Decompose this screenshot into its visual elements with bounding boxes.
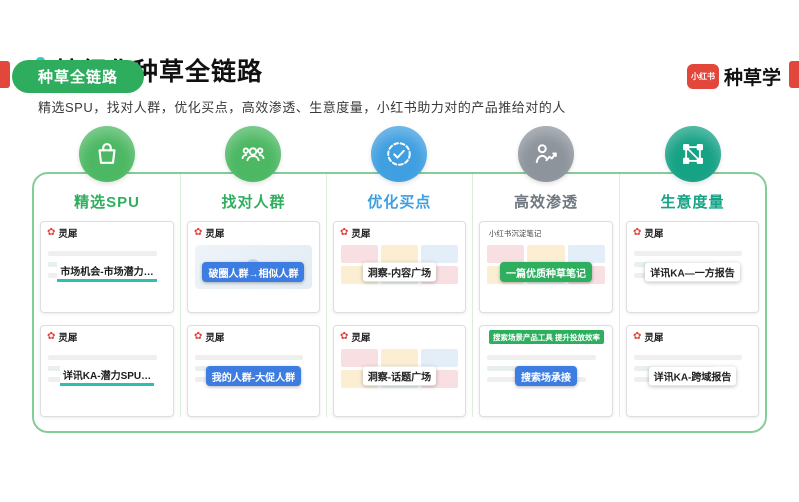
brand-name: 种草学 [723, 68, 781, 89]
screenshot-card: ✿ 灵犀 洞察-话题广场 [332, 325, 466, 417]
column-optimize-selling-point: 优化买点 ✿ 灵犀 洞察-内容广场 ✿ 灵犀 洞察-话题 [325, 126, 472, 417]
shopping-bag-icon [78, 126, 135, 182]
screenshot-card: ✿ 灵犀 破圈人群→相似人群 [186, 221, 320, 313]
card-header-text: 小红书沉淀笔记 [488, 228, 542, 238]
left-red-accent [0, 61, 10, 88]
lingxi-logo: 灵犀 [205, 333, 225, 344]
column-find-audience: 找对人群 ✿ 灵犀 破圈人群→相似人群 ✿ 灵犀 我的人 [179, 126, 326, 417]
card-header: ✿ 灵犀 [334, 326, 465, 345]
card-header: ✿ 灵犀 [188, 222, 319, 241]
card-header: ✿ 灵犀 [627, 326, 758, 345]
card-caption: 市场机会-市场潜力… [41, 262, 173, 283]
column-efficient-penetration: 高效渗透 ✿ 小红书沉淀笔记 一篇优质种草笔记 ✿ 搜索场景产品工具 提升投放效… [471, 126, 619, 417]
card-header: ✿ 灵犀 [41, 326, 173, 345]
audience-icon [225, 126, 282, 182]
screenshot-card: ✿ 灵犀 我的人群-大促人群 [186, 325, 320, 417]
card-caption: 详讯KA-跨域报告 [627, 366, 758, 386]
growth-person-icon [517, 126, 574, 182]
lingxi-logo: 灵犀 [205, 229, 225, 240]
card-caption: 洞察-内容广场 [334, 262, 465, 282]
subtitle: 精选SPU，找对人群，优化买点，高效渗透、生意度量，小红书助力对的产品推给对的人 [38, 100, 566, 115]
card-caption: 破圈人群→相似人群 [188, 262, 319, 283]
check-circle-icon [371, 126, 428, 182]
card-header-text: 搜索场景产品工具 提升投放效率 [488, 330, 605, 344]
card-caption: 搜索场承接 [480, 366, 612, 387]
transform-icon [664, 126, 721, 182]
lingxi-flower-icon: ✿ [47, 227, 56, 238]
title-row: 精细化种草全链路 [36, 52, 799, 88]
card-header: ✿ 小红书沉淀笔记 [480, 222, 612, 241]
card-caption: 详讯KA-潜力SPU… [41, 366, 173, 387]
screenshot-card: ✿ 灵犀 详讯KA-潜力SPU… [40, 325, 174, 417]
lingxi-flower-icon: ✿ [193, 227, 203, 238]
card-header: ✿ 搜索场景产品工具 提升投放效率 [480, 326, 612, 345]
lingxi-flower-icon: ✿ [633, 227, 642, 238]
column-label: 精选SPU [74, 194, 140, 211]
screenshot-card: ✿ 灵犀 详讯KA—一方报告 [626, 221, 759, 313]
column-label: 优化买点 [367, 194, 432, 211]
lingxi-logo: 灵犀 [644, 333, 664, 344]
lingxi-flower-icon: ✿ [339, 227, 349, 238]
screenshot-card: ✿ 小红书沉淀笔记 一篇优质种草笔记 [478, 221, 614, 313]
card-header: ✿ 灵犀 [41, 222, 173, 241]
xiaohongshu-logo-icon: 小红书 [686, 64, 719, 89]
screenshot-card: ✿ 灵犀 详讯KA-跨域报告 [626, 325, 759, 417]
column-label: 找对人群 [221, 194, 286, 211]
lingxi-logo: 灵犀 [351, 333, 371, 344]
card-caption: 一篇优质种草笔记 [480, 262, 612, 283]
card-header: ✿ 灵犀 [627, 222, 758, 241]
lingxi-logo: 灵犀 [58, 229, 78, 240]
lingxi-flower-icon: ✿ [193, 331, 203, 342]
lingxi-flower-icon: ✿ [339, 331, 349, 342]
column-label: 生意度量 [660, 194, 725, 211]
screenshot-card: ✿ 灵犀 市场机会-市场潜力… [40, 221, 174, 313]
lingxi-logo: 灵犀 [644, 229, 664, 240]
right-red-accent [789, 61, 799, 88]
lingxi-logo: 灵犀 [351, 229, 371, 240]
screenshot-card: ✿ 灵犀 洞察-内容广场 [332, 221, 466, 313]
lingxi-flower-icon: ✿ [633, 331, 642, 342]
brand: 小红书 种草学 [686, 63, 781, 90]
card-header: ✿ 灵犀 [188, 326, 319, 345]
funnel-board: 精选SPU ✿ 灵犀 市场机会-市场潜力… ✿ 灵犀 详 [32, 126, 767, 433]
card-caption: 洞察-话题广场 [334, 366, 465, 386]
card-caption: 详讯KA—一方报告 [627, 262, 758, 282]
card-header: ✿ 灵犀 [334, 222, 465, 241]
lingxi-flower-icon: ✿ [47, 331, 56, 342]
column-label: 高效渗透 [513, 194, 578, 211]
column-select-spu: 精选SPU ✿ 灵犀 市场机会-市场潜力… ✿ 灵犀 详 [34, 126, 180, 417]
screenshot-card: ✿ 搜索场景产品工具 提升投放效率 搜索场承接 [478, 325, 614, 417]
card-caption: 我的人群-大促人群 [188, 366, 319, 387]
lingxi-logo: 灵犀 [58, 333, 78, 344]
column-business-measurement: 生意度量 ✿ 灵犀 详讯KA—一方报告 ✿ 灵犀 详讯K [619, 126, 765, 417]
chapter-badge: 种草全链路 [12, 60, 145, 93]
